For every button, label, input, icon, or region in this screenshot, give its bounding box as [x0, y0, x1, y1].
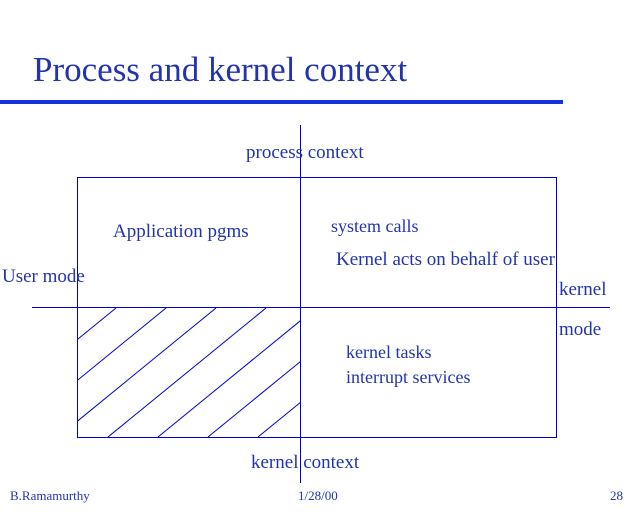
process-context-label: process context	[246, 142, 364, 163]
footer-date: 1/28/00	[298, 488, 338, 503]
title-underline	[0, 100, 563, 104]
kernel-behalf-label: Kernel acts on behalf of user	[336, 249, 555, 270]
center-horizontal-line	[32, 307, 610, 308]
user-mode-label: User mode	[2, 266, 85, 287]
footer-author: B.Ramamurthy	[10, 488, 90, 503]
footer-slide-number: 28	[610, 488, 623, 503]
slide-title: Process and kernel context	[33, 50, 408, 89]
kernel-mode-label-line2: mode	[559, 319, 602, 340]
hatch-pattern	[78, 308, 300, 437]
kernel-mode-label-line1: kernel	[559, 279, 607, 300]
kernel-context-label: kernel context	[251, 452, 360, 473]
interrupt-services-label: interrupt services	[346, 367, 471, 387]
kernel-tasks-label: kernel tasks	[346, 342, 432, 362]
system-calls-label: system calls	[331, 216, 419, 236]
application-pgms-label: Application pgms	[113, 221, 249, 242]
center-vertical-line	[300, 125, 301, 483]
